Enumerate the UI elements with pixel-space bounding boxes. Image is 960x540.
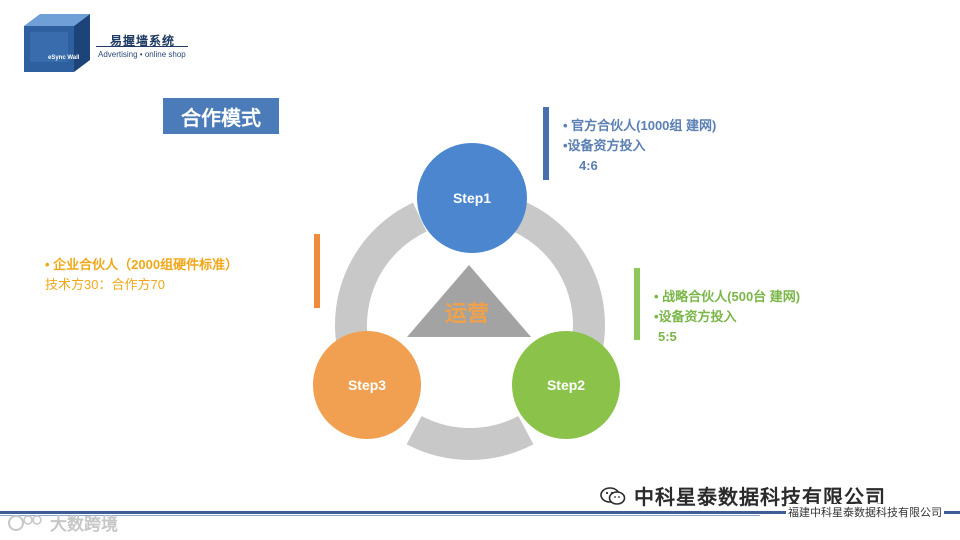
strategic-partner-accent-bar [634,268,640,340]
cube-logo-icon [24,14,90,72]
enterprise-partner-ratio: 技术方30：合作方70 [45,277,165,292]
enterprise-partner-title: • 企业合伙人（2000组硬件标准） [45,257,239,272]
official-partner-accent-bar [543,107,549,180]
step2-node[interactable]: Step2 [512,331,620,439]
company-logo [18,12,193,74]
brand-divider [96,46,188,47]
brand-name: 易握墙系统 [110,34,176,48]
brand-tagline: Advertising • online shop [98,50,186,59]
ring-segment-bottom [406,415,534,460]
center-label: 运营 [445,301,489,326]
strategic-partner-block: • 战略合伙人(500台 建网) •设备资方投入 5:5 [654,287,800,347]
left-watermark-text: 大数跨境 [50,515,118,534]
step3-label: Step3 [348,377,386,393]
page-title: 合作模式 [163,98,279,134]
cycle-ring [335,202,605,460]
official-partner-block: • 官方合伙人(1000组 建网) •设备资方投入 4:6 [563,116,716,176]
step1-label: Step1 [453,190,491,206]
watermark-logo-icon [8,514,42,531]
official-partner-title: • 官方合伙人(1000组 建网) [563,118,717,133]
strategic-partner-investment: •设备资方投入 [654,309,737,324]
ring-segment-right [513,202,605,354]
step2-label: Step2 [547,377,585,393]
ring-segment-left [335,202,427,354]
wechat-watermark: 中科星泰数据科技有限公司 [600,481,886,510]
strategic-partner-title: • 战略合伙人(500台 建网) [654,289,801,304]
left-watermark: 大数跨境 [8,510,118,535]
wechat-icon [600,486,626,505]
step3-node[interactable]: Step3 [313,331,421,439]
strategic-partner-ratio: 5:5 [658,329,677,344]
logo-text: eSync Wall [48,55,80,61]
enterprise-partner-block: • 企业合伙人（2000组硬件标准） 技术方30：合作方70 [45,255,238,295]
step3-circle [313,331,421,439]
center-triangle [407,265,531,337]
step1-circle [417,143,527,253]
step1-node[interactable]: Step1 [417,143,527,253]
official-partner-ratio: 4:6 [579,158,598,173]
step2-circle [512,331,620,439]
official-partner-investment: •设备资方投入 [563,138,646,153]
enterprise-partner-accent-bar [314,234,320,308]
footer-divider-thin [0,515,760,516]
footer-company-name: 福建中科星泰数据科技有限公司 [786,504,944,520]
wechat-account-name: 中科星泰数据科技有限公司 [634,487,886,509]
footer-divider [0,511,960,514]
